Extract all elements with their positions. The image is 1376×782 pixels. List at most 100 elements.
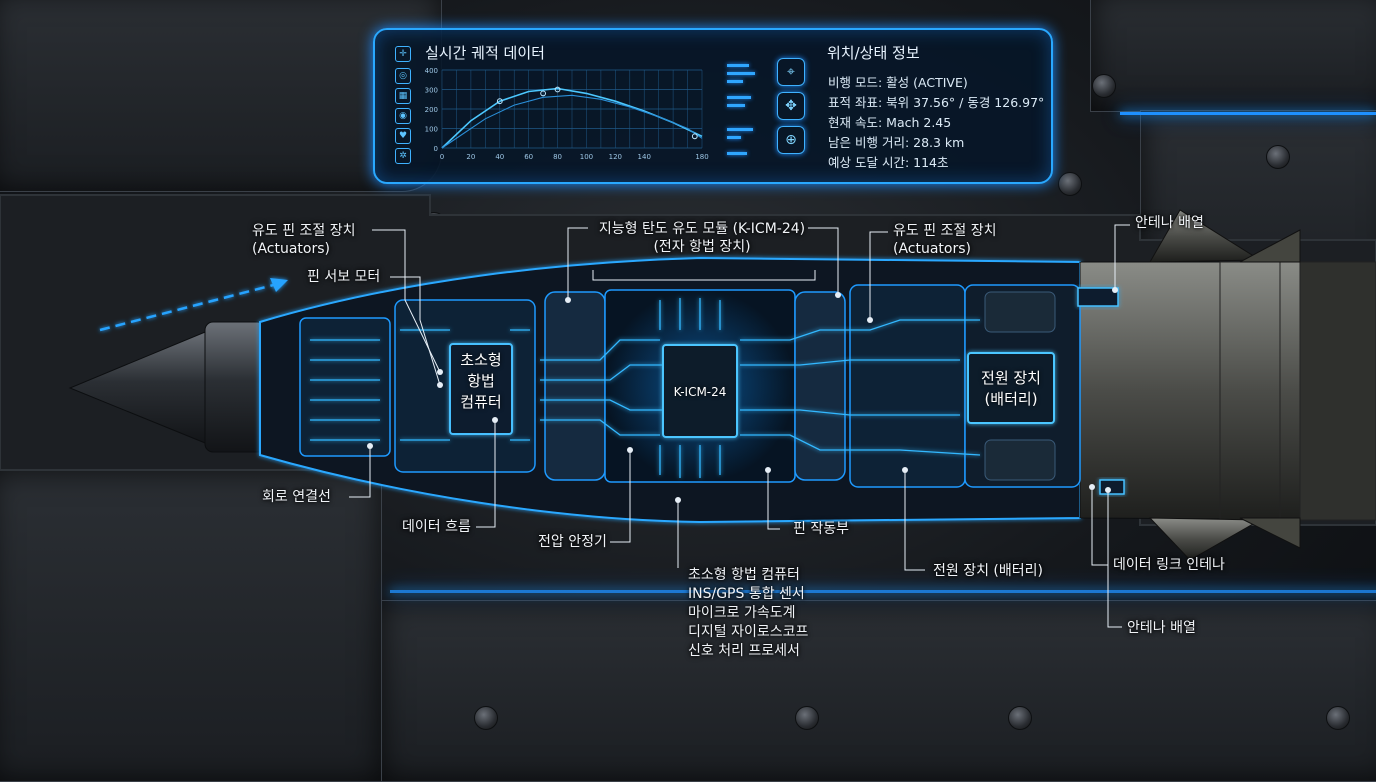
bolt <box>795 706 819 730</box>
module-label: 지능형 탄도 유도 모듈 (K-ICM-24) (전자 항법 장치) <box>592 220 812 256</box>
component-item: INS/GPS 통합 센서 <box>688 586 805 602</box>
voltage-regulator-label: 전압 안정기 <box>538 534 607 550</box>
top-left-plate <box>0 0 442 192</box>
actuators-left-label: 유도 핀 조절 장치 (Actuators) <box>252 222 356 258</box>
fin-servo-label: 핀 서보 모터 <box>307 269 381 285</box>
info-title: 위치/상태 정보 <box>827 44 920 62</box>
power-unit-box <box>967 352 1055 424</box>
fin-top <box>1149 209 1262 263</box>
signal-bar <box>727 152 747 155</box>
actuators-left-subtitle: (Actuators) <box>252 241 330 257</box>
crosshair-icon[interactable]: ✛ <box>395 46 411 62</box>
bolt <box>474 706 498 730</box>
signal-bar <box>727 96 751 99</box>
wiring-segment <box>849 284 966 488</box>
x-tick-label: 180 <box>695 153 708 161</box>
current-speed: 현재 속도: Mach 2.45 <box>828 115 952 130</box>
fin-drive-label: 핀 작동부 <box>793 521 849 537</box>
fin-bottom <box>1148 517 1262 561</box>
target-lock-icon[interactable]: ⊕ <box>777 126 805 154</box>
antenna-top-label: 안테나 배열 <box>1135 215 1204 231</box>
power-unit-label: 전원 장치 (배터리) <box>968 368 1054 410</box>
bolt <box>1008 706 1032 730</box>
nav-computer-line: 항법 <box>467 372 495 390</box>
nav-computer-line: 컴퓨터 <box>460 393 502 411</box>
signal-bar <box>727 80 743 83</box>
target-icon[interactable]: ◎ <box>395 68 411 84</box>
grid-icon[interactable]: ▦ <box>395 88 411 104</box>
signal-bar <box>727 128 753 131</box>
power-bottom-label: 전원 장치 (배터리) <box>933 563 1043 579</box>
signal-bar <box>727 72 755 75</box>
x-tick-label: 120 <box>609 153 622 161</box>
flight-mode: 비행 모드: 활성 (ACTIVE) <box>828 75 968 90</box>
signal-bar <box>727 136 741 139</box>
top-right-plate <box>1090 0 1376 112</box>
trajectory-marker <box>540 90 547 97</box>
signal-bar <box>727 64 749 67</box>
nav-computer-line: 초소형 <box>460 351 502 369</box>
callout-lines <box>349 224 1130 628</box>
y-tick-label: 100 <box>425 126 438 134</box>
power-unit-line: (배터리) <box>984 390 1038 408</box>
bottom-plate <box>380 600 1376 782</box>
y-tick-label: 200 <box>425 106 438 114</box>
settings-icon[interactable]: ✲ <box>395 148 411 164</box>
datalink-antenna-box <box>1099 479 1125 495</box>
y-tick-label: 0 <box>434 145 438 153</box>
satellite-icon[interactable]: ✥ <box>777 92 805 120</box>
module-title: 지능형 탄도 유도 모듈 (K-ICM-24) <box>598 221 806 237</box>
target-coordinates: 표적 좌표: 북위 37.56° / 동경 126.97° <box>828 95 1045 110</box>
glow-strip-bottom <box>390 590 1376 593</box>
remaining-distance: 남은 비행 거리: 28.3 km <box>828 135 965 150</box>
data-flow-label: 데이터 흐름 <box>402 519 471 535</box>
datalink-label: 데이터 링크 인테나 <box>1113 557 1225 573</box>
actuators-right-title: 유도 핀 조절 장치 <box>893 223 997 239</box>
bolt <box>1326 706 1350 730</box>
x-tick-label: 20 <box>466 153 475 161</box>
component-item: 마이크로 가속도계 <box>688 605 796 621</box>
circuit-traces <box>310 298 981 478</box>
trajectory-marker <box>691 133 698 140</box>
trajectory-series <box>441 94 703 149</box>
x-tick-label: 80 <box>553 153 562 161</box>
bolt <box>1058 172 1082 196</box>
callout-dots <box>367 287 1118 503</box>
processor-chip <box>662 344 738 438</box>
antenna-array-box <box>1077 287 1119 307</box>
trajectory-chart: 0 100 200 300 400 0 20 40 60 80 100 120 140 180 <box>425 67 709 161</box>
nav-computer-box <box>449 343 513 435</box>
module-subtitle: (전자 항법 장치) <box>653 239 751 255</box>
y-tick-label: 300 <box>425 87 438 95</box>
x-tick-label: 0 <box>440 153 444 161</box>
bolt <box>1092 74 1116 98</box>
actuators-right-label: 유도 핀 조절 장치 (Actuators) <box>893 222 997 258</box>
location-pin-icon[interactable]: ⌖ <box>777 58 805 86</box>
x-tick-label: 40 <box>495 153 504 161</box>
x-tick-label: 60 <box>524 153 533 161</box>
component-item: 디지털 자이로스코프 <box>688 624 809 640</box>
chip-label: K-ICM-24 <box>673 385 727 399</box>
actuators-right-subtitle: (Actuators) <box>893 241 971 257</box>
circuit-label: 회로 연결선 <box>262 489 331 505</box>
chart-title: 실시간 궤적 데이터 <box>425 44 545 62</box>
glow-strip-top-right <box>1120 112 1376 115</box>
signal-bar <box>727 104 745 107</box>
shield-icon[interactable]: ♥ <box>395 128 411 144</box>
component-list: 초소형 항법 컴퓨터 INS/GPS 통합 센서 마이크로 가속도계 디지털 자… <box>688 566 808 661</box>
actuators-left-title: 유도 핀 조절 장치 <box>252 223 356 239</box>
power-unit-line: 전원 장치 <box>981 369 1041 387</box>
bottom-left-plate <box>0 470 382 782</box>
radar-icon[interactable]: ◉ <box>395 108 411 124</box>
component-item: 신호 처리 프로세서 <box>688 643 800 659</box>
estimated-arrival: 예상 도달 시간: 114초 <box>828 155 949 170</box>
y-tick-label: 400 <box>425 67 438 75</box>
trajectory-marker <box>554 86 561 93</box>
x-tick-label: 140 <box>638 153 651 161</box>
trajectory-marker <box>496 98 503 105</box>
actuator-segment <box>299 317 391 457</box>
x-tick-label: 100 <box>580 153 593 161</box>
component-item: 초소형 항법 컴퓨터 <box>688 567 800 583</box>
